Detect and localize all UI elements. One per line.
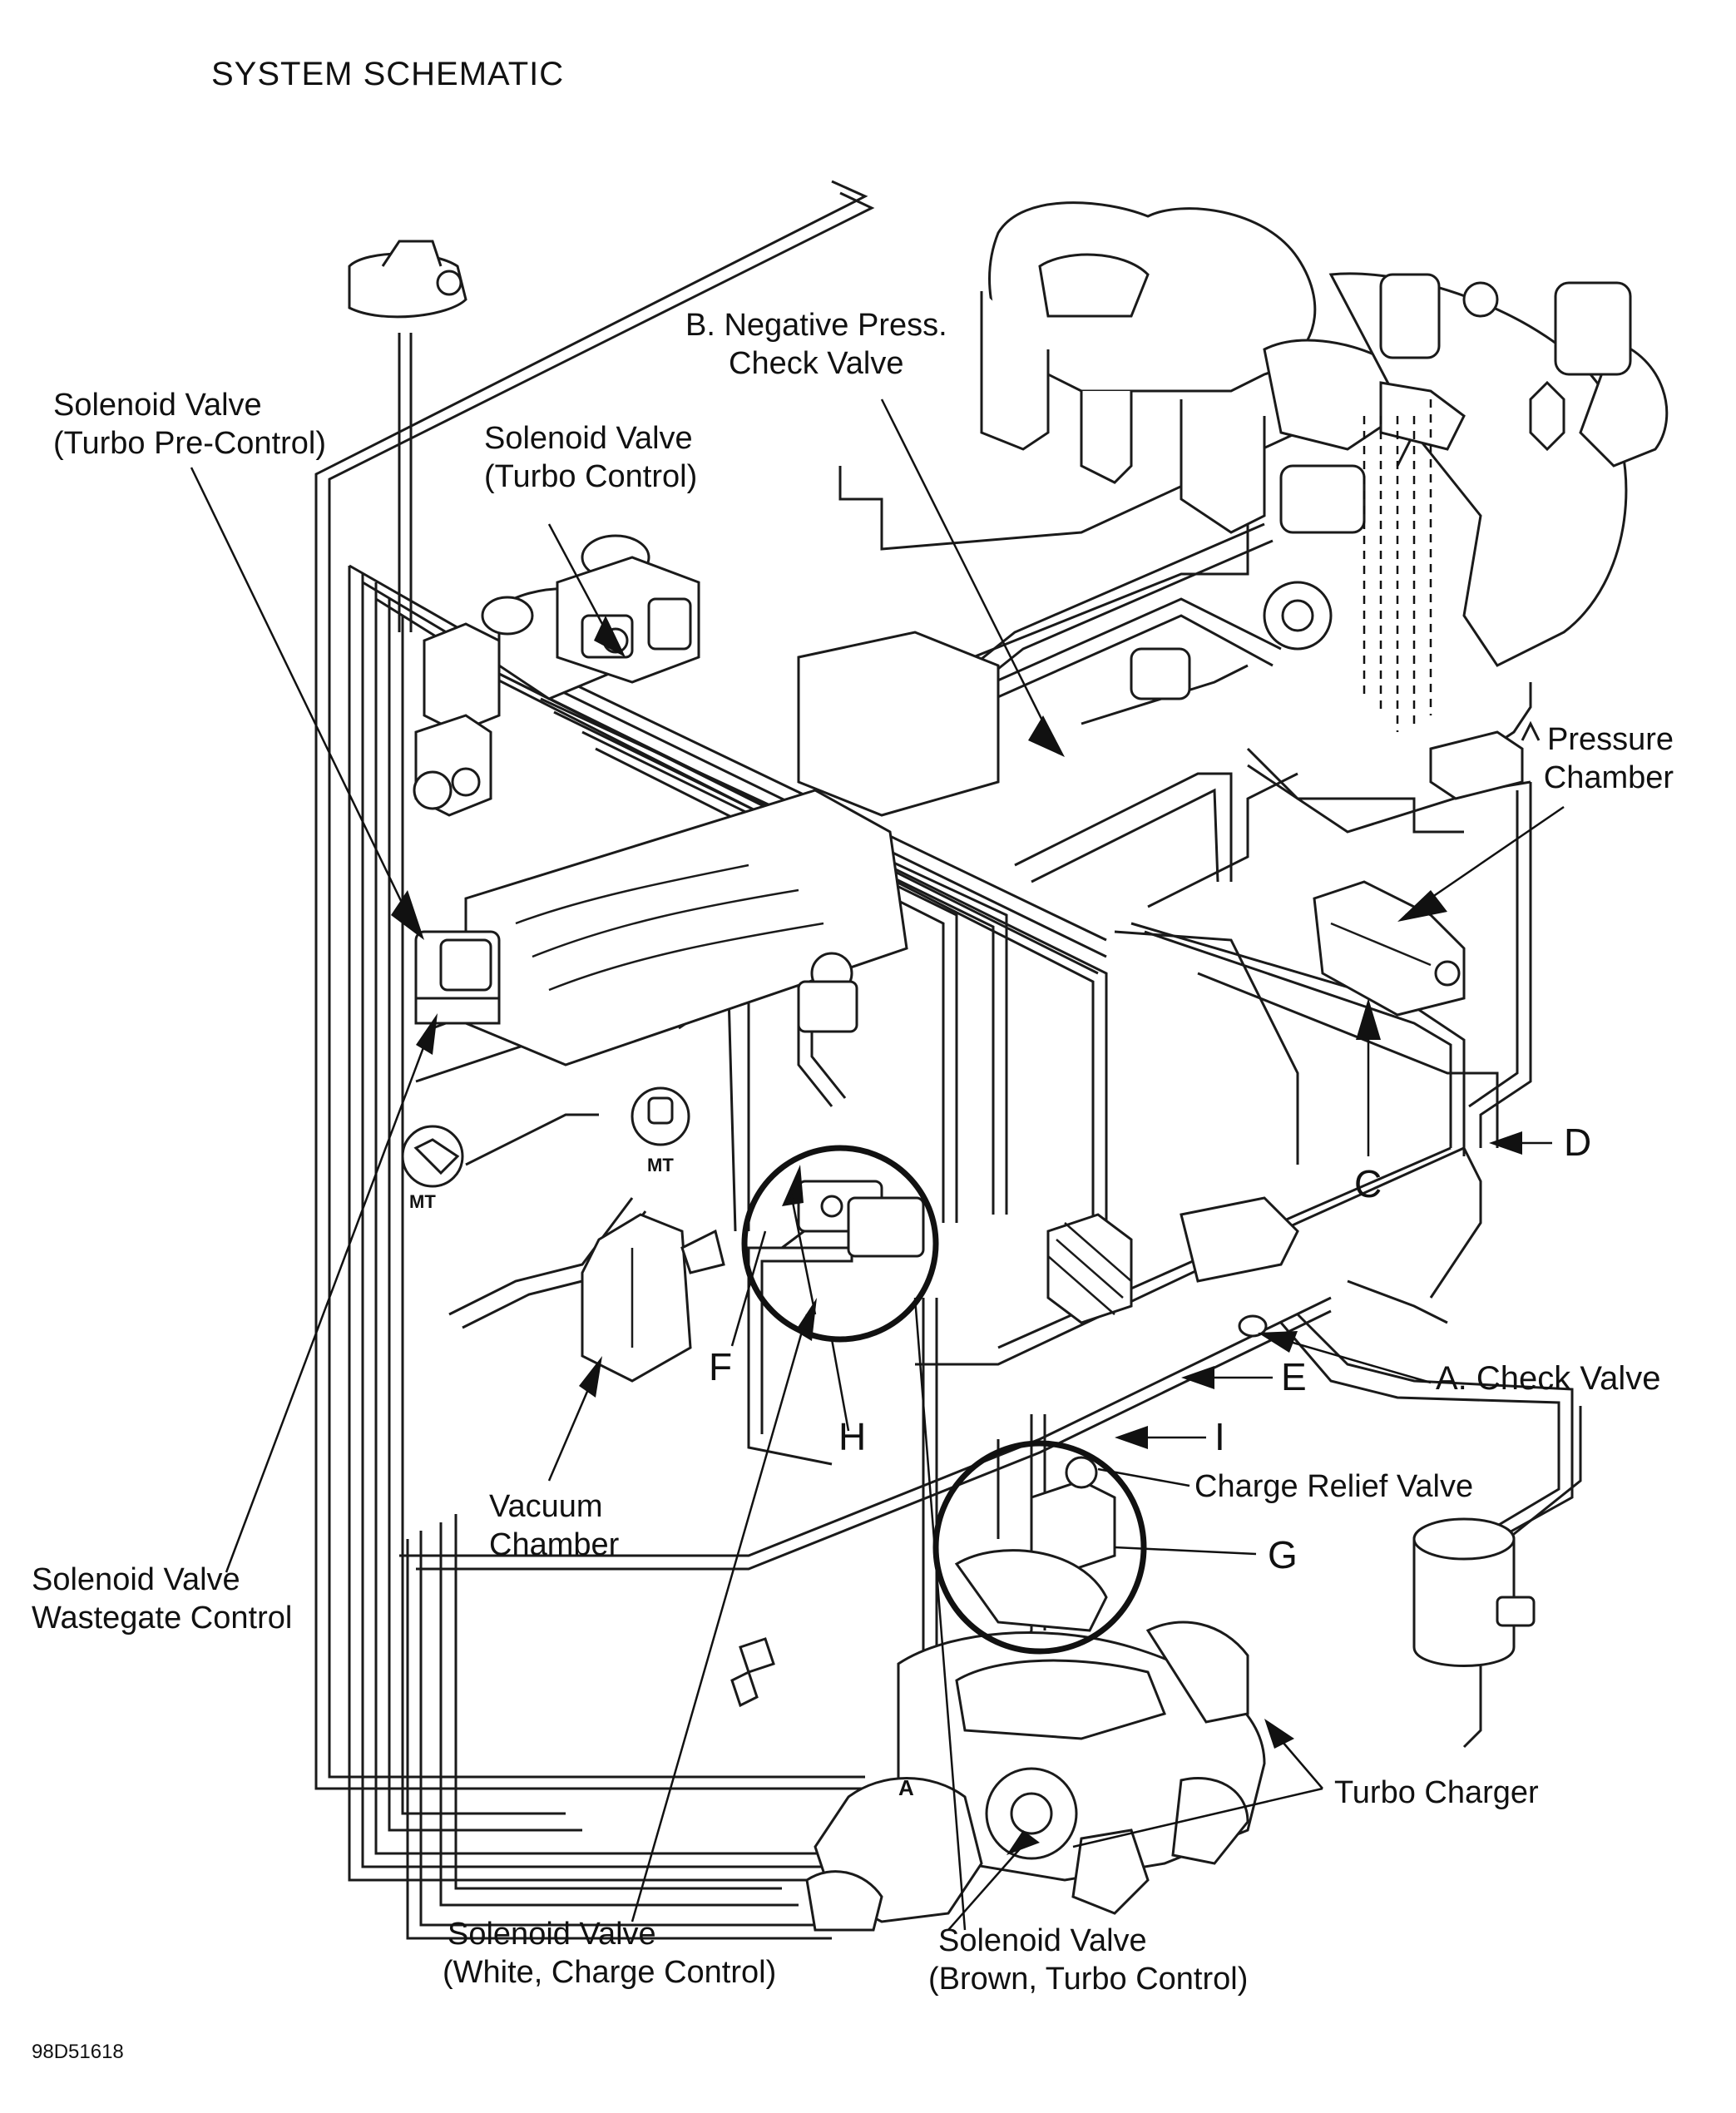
label-d: D [1564,1121,1592,1164]
label-vacuum-chamber-line2: Chamber [489,1527,620,1562]
label-white-line2: (White, Charge Control) [443,1955,777,1990]
pressure-chamber [1313,880,1466,1017]
label-brown-line1: Solenoid Valve [938,1923,1147,1958]
label-charge-relief-valve: Charge Relief Valve [1194,1469,1474,1504]
label-solenoid-turbo-control: Solenoid Valve (Turbo Control) [484,419,697,496]
label-f: F [709,1345,733,1388]
vacuum-chamber [581,1213,725,1383]
intake-plenum [980,201,1669,667]
label-solenoid-brown-turbo-control: Solenoid Valve (Brown, Turbo Control) [928,1922,1248,1998]
label-solenoid-turbo-pre-control: Solenoid Valve (Turbo Pre-Control) [53,386,326,463]
label-pressure-chamber: Pressure Chamber [1544,720,1674,797]
charcoal-canister [1412,1517,1536,1667]
label-vacuum-chamber-line1: Vacuum [489,1489,603,1524]
label-turbo-charger: Turbo Charger [1334,1775,1539,1810]
label-pressure-chamber-line2: Chamber [1543,760,1674,795]
label-pressure-chamber-line1: Pressure [1547,722,1674,757]
label-vacuum-chamber: Vacuum Chamber [489,1487,619,1564]
label-mt-right: MT [647,1155,674,1175]
label-h: H [838,1415,867,1458]
label-white-line1: Solenoid Valve [448,1917,656,1952]
pressure-sensor [1429,720,1541,800]
label-g: G [1268,1533,1298,1576]
label-mt-left: MT [409,1191,436,1212]
label-turbo-a: A [898,1775,914,1800]
label-c: C [1354,1162,1382,1205]
label-negative-press-line1: B. Negative Press. [685,308,947,343]
label-solenoid-wastegate-control: Solenoid Valve Wastegate Control [32,1561,292,1637]
charge-relief-valve [954,1456,1116,1632]
highlight-circles [741,1145,1147,1655]
wastegate-solenoid [414,930,501,1025]
label-negative-press-line2: Check Valve [729,346,904,381]
check-valve-a [1238,1314,1268,1338]
mt-icons [401,1086,690,1188]
label-wastegate-line1: Solenoid Valve [32,1562,240,1597]
small-fitting [730,1637,775,1708]
diagram-title: SYSTEM SCHEMATIC [211,56,565,92]
throttle-actuators [1130,273,1632,700]
label-wastegate-line2: Wastegate Control [32,1601,293,1635]
label-turbo-pre-line2: (Turbo Pre-Control) [53,426,327,461]
label-solenoid-white-charge-control: Solenoid Valve (White, Charge Control) [443,1915,776,1992]
label-turbo-control-line1: Solenoid Valve [484,421,693,456]
label-check-valve-a: A. Check Valve [1436,1360,1661,1397]
leader-lines [190,398,1565,1931]
turbo-control-solenoid-block [556,556,700,684]
center-assembly [797,631,1299,1324]
top-left-bracket [348,240,467,319]
left-solenoid-cluster [413,622,501,817]
turbocharger [805,1621,1266,1932]
figure-id: 98D51618 [32,2041,124,2063]
dashed-hoses [1363,399,1432,732]
label-brown-line2: (Brown, Turbo Control) [928,1962,1249,1997]
charge-control-block [797,1180,925,1258]
label-turbo-pre-line1: Solenoid Valve [53,388,262,423]
label-turbo-control-line2: (Turbo Control) [484,459,698,494]
label-negative-press-check-valve: B. Negative Press. Check Valve [685,306,947,383]
label-e: E [1281,1355,1307,1398]
label-i: I [1214,1415,1225,1458]
